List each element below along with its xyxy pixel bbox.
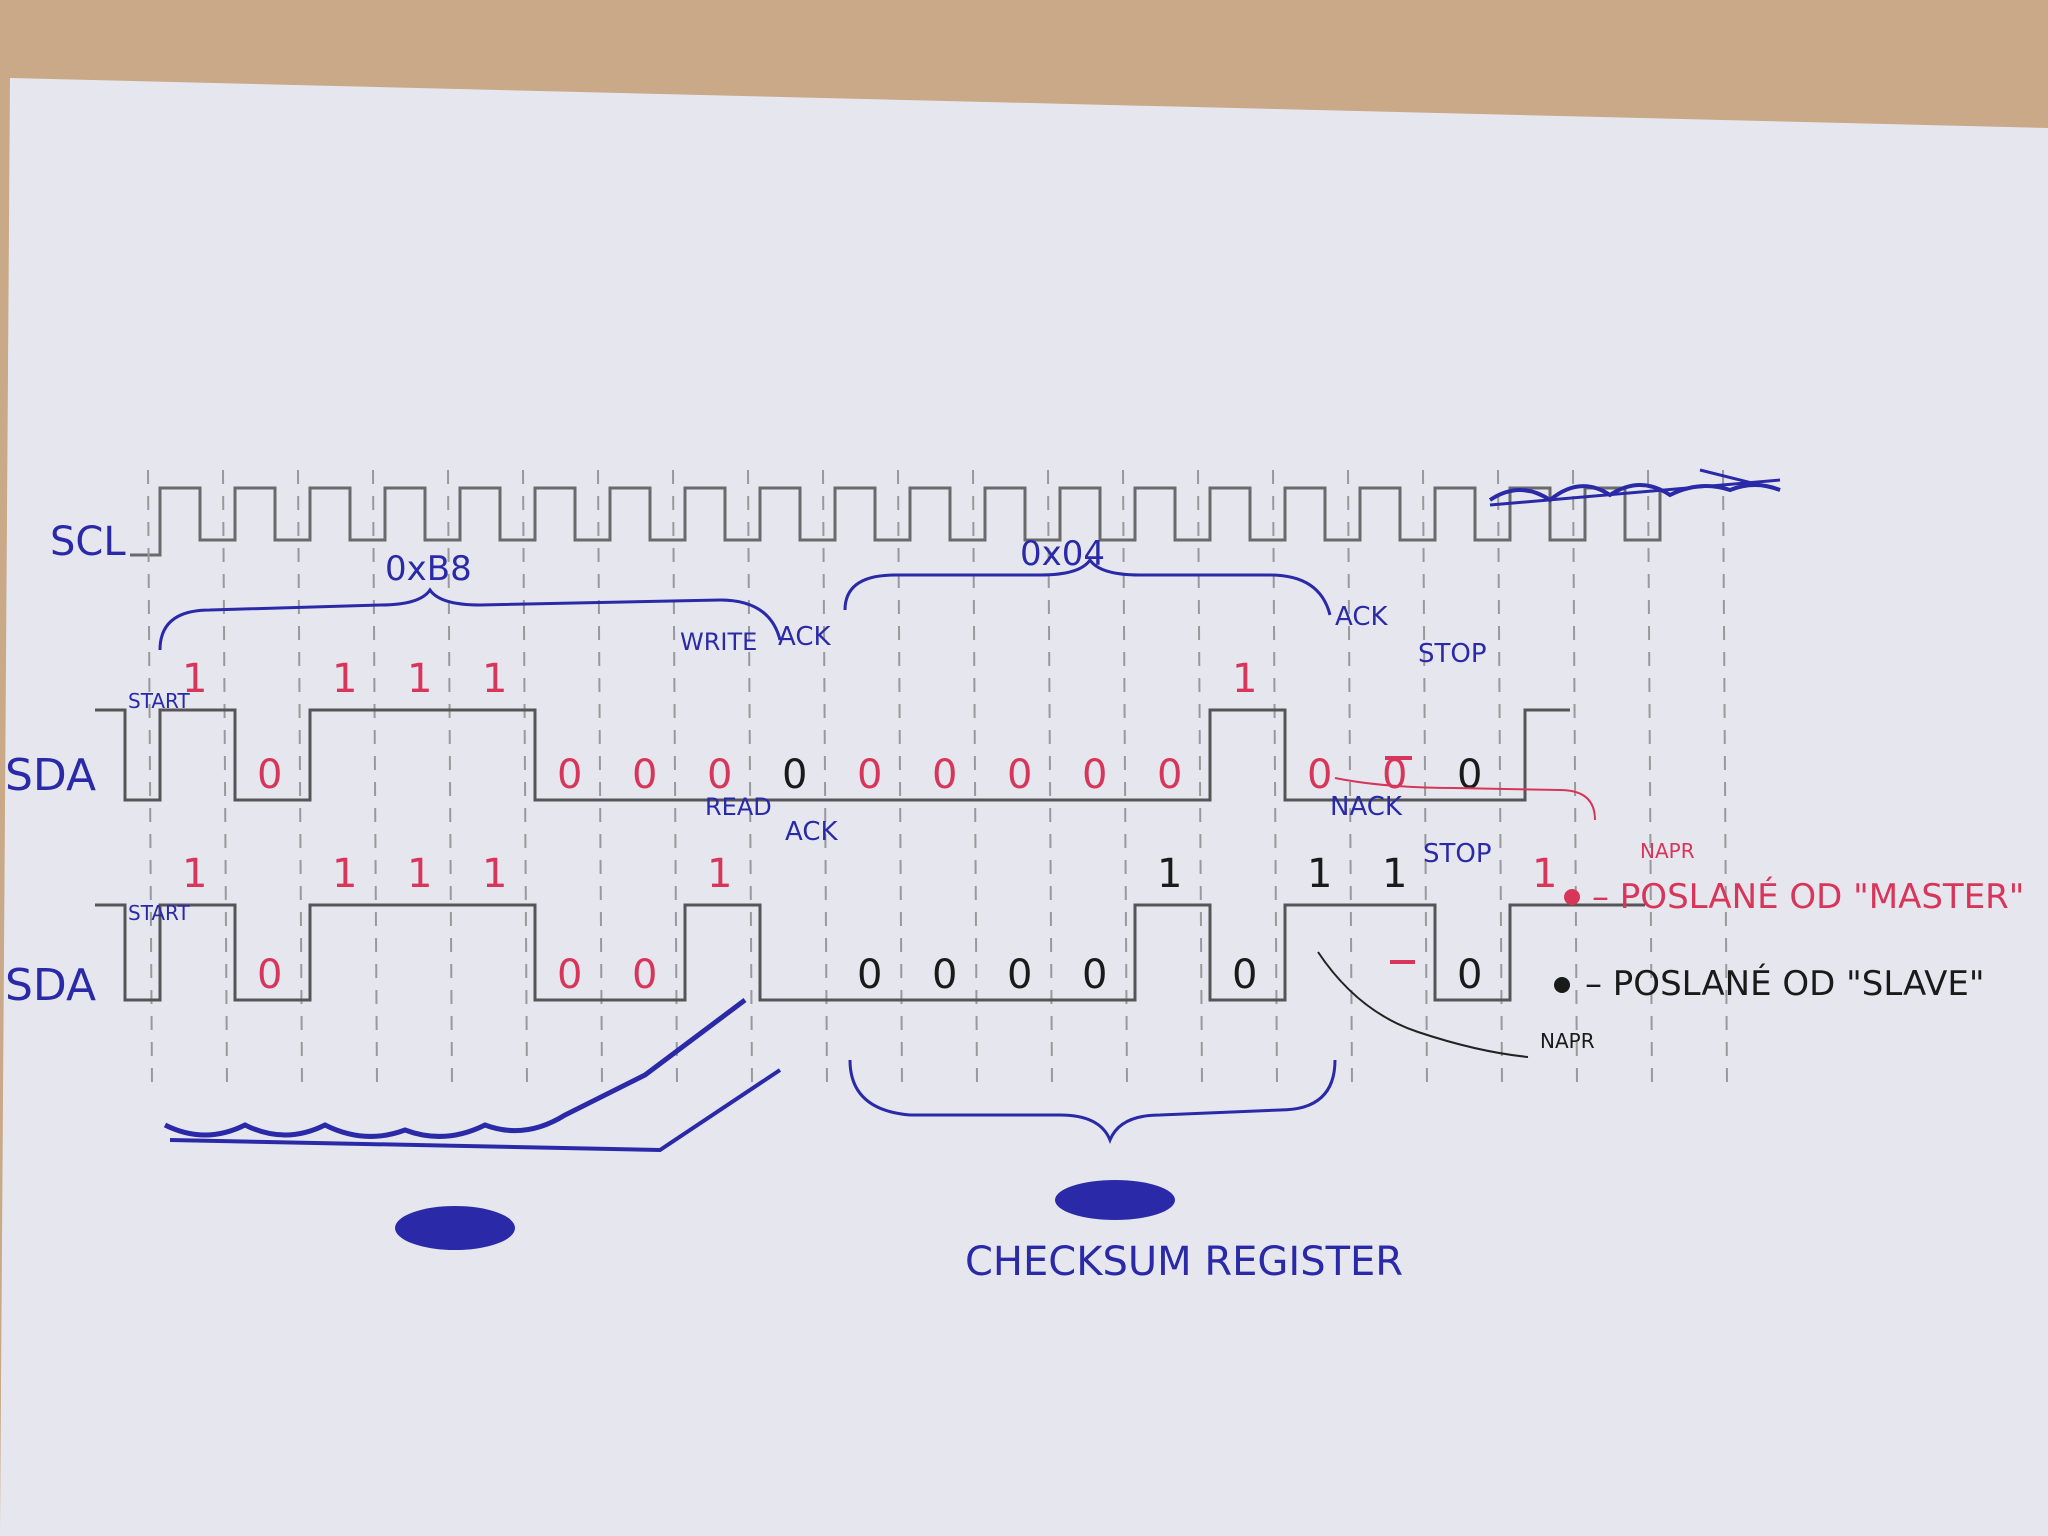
write-ack1-bit-8: 0: [782, 752, 807, 798]
scl-label: SCL: [50, 519, 126, 565]
read-stop-label: STOP: [1423, 839, 1492, 869]
read-rw-label: READ: [705, 793, 772, 821]
write-ack2-label: ACK: [1335, 602, 1388, 632]
read-data-bit-13: 1: [1157, 851, 1182, 897]
read-data-bit-9: 0: [857, 952, 882, 998]
write-ack1-label: ACK: [778, 622, 831, 652]
inked-blot: [395, 1206, 515, 1250]
write-address-bit-3: 1: [407, 656, 432, 702]
read-address-bit-5: 0: [557, 952, 582, 998]
write-data-bit-14: 1: [1232, 656, 1257, 702]
legend-master-text: – POSLANÉ OD "MASTER": [1592, 876, 2024, 917]
write-address-bit-4: 1: [482, 656, 507, 702]
read-data-bit-16: 1: [1382, 851, 1407, 897]
read-data-bit-15: 1: [1307, 851, 1332, 897]
read-address-bit-4: 1: [482, 851, 507, 897]
read-data-bit-17: 0: [1457, 952, 1482, 998]
write-address-bit-1: 0: [257, 752, 282, 798]
legend-example-label-slave: NAPR: [1540, 1029, 1595, 1053]
read-nack-label: NACK: [1330, 792, 1403, 822]
write-ack2-bit-17: 0: [1457, 752, 1482, 798]
read-address-bit-3: 1: [407, 851, 432, 897]
legend-slave-dot: [1554, 977, 1570, 993]
legend-slave-text: – POSLANÉ OD "SLAVE": [1585, 963, 1985, 1004]
read-data-bit-12: 0: [1082, 952, 1107, 998]
read-start-label: START: [128, 901, 190, 925]
read-address-bit-6: 0: [632, 952, 657, 998]
legend-example-label-master: NAPR: [1640, 839, 1695, 863]
write-data-bit-9: 0: [857, 752, 882, 798]
read-data-bit-11: 0: [1007, 952, 1032, 998]
read-nack-bit-18: 1: [1532, 851, 1557, 897]
read-data-bit-10: 0: [932, 952, 957, 998]
paper-sheet: [0, 78, 2048, 1536]
read-data-bit-14: 0: [1232, 952, 1257, 998]
write-address-bit-7: 0: [707, 752, 732, 798]
inked-blot: [1055, 1180, 1175, 1220]
write-data-bit-12: 0: [1082, 752, 1107, 798]
read-address-bit-2: 1: [332, 851, 357, 897]
checksum-label: CHECKSUM REGISTER: [965, 1239, 1403, 1285]
write-address-bit-6: 0: [632, 752, 657, 798]
sda-read-label: SDA: [5, 960, 96, 1011]
read-address-bit-1: 0: [257, 952, 282, 998]
write-stop-label: STOP: [1418, 639, 1487, 669]
write-rw-label: WRITE: [680, 628, 757, 656]
read-address-bit-0: 1: [182, 851, 207, 897]
sda-write-label: SDA: [5, 750, 96, 801]
write-data-bit-15: 0: [1307, 752, 1332, 798]
legend-master-dot: [1564, 889, 1580, 905]
read-ack1-label: ACK: [785, 817, 838, 847]
address-brace-label: 0xB8: [385, 549, 472, 589]
write-address-bit-5: 0: [557, 752, 582, 798]
write-data-bit-13: 0: [1157, 752, 1182, 798]
read-address-bit-7: 1: [707, 851, 732, 897]
write-address-bit-0: 1: [182, 656, 207, 702]
data-brace-label: 0x04: [1020, 534, 1105, 574]
write-data-bit-10: 0: [932, 752, 957, 798]
write-address-bit-2: 1: [332, 656, 357, 702]
write-data-bit-11: 0: [1007, 752, 1032, 798]
